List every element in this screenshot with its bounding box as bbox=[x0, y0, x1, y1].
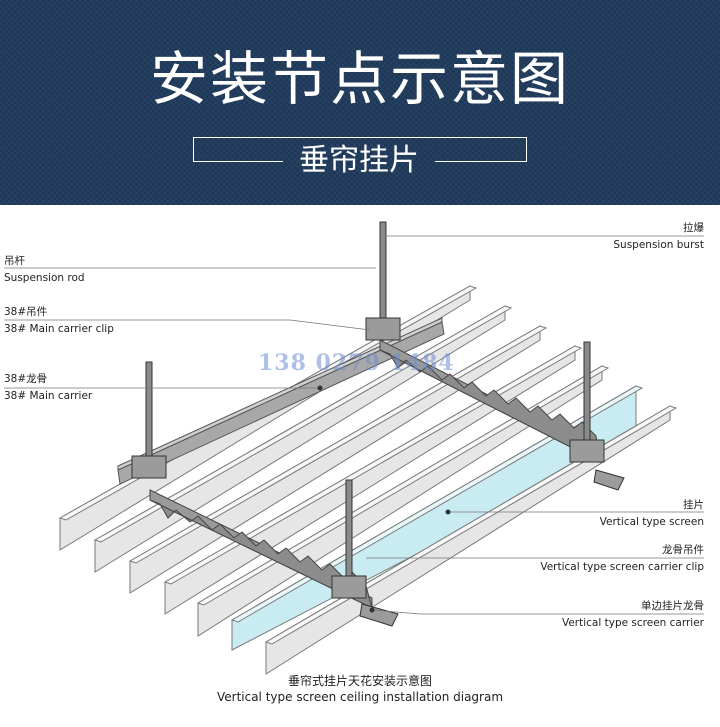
leader-main-carrier-clip bbox=[4, 319, 371, 331]
dot-screen-carrier bbox=[369, 607, 375, 613]
suspension-rod-4 bbox=[583, 341, 591, 453]
watermark-phone: 138 0279 1484 bbox=[258, 350, 455, 376]
main-carrier-clip-1 bbox=[365, 317, 401, 341]
suspension-rod-1 bbox=[379, 221, 387, 333]
leader-dots bbox=[317, 385, 451, 613]
dot-screen bbox=[445, 509, 451, 515]
screen-panel-6-top bbox=[230, 385, 644, 623]
label-suspension-rod-en: Suspension rod bbox=[4, 272, 85, 284]
label-main-carrier-en: 38# Main carrier bbox=[4, 390, 93, 402]
carrier-clips bbox=[131, 317, 625, 627]
label-screen-en: Vertical type screen bbox=[599, 516, 704, 528]
suspension-rod-3 bbox=[345, 479, 353, 591]
label-screen-clip-en: Vertical type screen carrier clip bbox=[540, 561, 704, 573]
label-screen-clip-cn: 龙骨吊件 bbox=[662, 544, 704, 556]
label-main-carrier-cn: 38#龙骨 bbox=[4, 373, 48, 385]
screen-carrier-clip-2 bbox=[569, 439, 605, 463]
screen-panel-7-top bbox=[264, 405, 678, 645]
screen-carrier-end-2 bbox=[593, 469, 625, 491]
page-subtitle: 垂帘挂片 bbox=[299, 143, 419, 178]
screen-panel-4-top bbox=[163, 345, 583, 585]
caption-en: Vertical type screen ceiling installatio… bbox=[216, 690, 504, 704]
screen-panel-3-top bbox=[128, 325, 548, 564]
subtitle-frame bbox=[193, 137, 527, 162]
header-banner: 安装节点示意图 垂帘挂片 bbox=[0, 0, 720, 205]
label-screen-carrier-en: Vertical type screen carrier bbox=[561, 617, 704, 629]
page-title: 安装节点示意图 bbox=[149, 45, 570, 113]
label-suspension-burst-en: Suspension burst bbox=[613, 239, 704, 251]
screen-carrier-clip-1 bbox=[331, 575, 367, 599]
label-screen-carrier-cn: 单边挂片龙骨 bbox=[641, 600, 704, 612]
leader-screen-carrier bbox=[371, 609, 704, 615]
suspension-rod-2 bbox=[145, 361, 153, 471]
screen-carrier-end-1 bbox=[359, 603, 399, 627]
screen-panel-2-top bbox=[93, 305, 513, 543]
installation-diagram bbox=[4, 221, 704, 675]
label-main-carrier-clip-cn: 38#吊件 bbox=[4, 306, 48, 318]
main-carrier-clip-2 bbox=[131, 455, 167, 479]
subtitle-line-left bbox=[193, 161, 283, 162]
screen-carriers bbox=[149, 339, 601, 609]
screen-panel-5-top bbox=[196, 365, 610, 606]
leader-lines bbox=[4, 235, 704, 615]
caption-cn: 垂帘式挂片天花安装示意图 bbox=[287, 674, 432, 688]
dot-main-carrier bbox=[317, 385, 323, 391]
label-suspension-burst-cn: 拉爆 bbox=[683, 222, 704, 234]
main-carrier bbox=[117, 317, 445, 485]
main-carrier-top bbox=[117, 317, 443, 471]
label-screen-cn: 挂片 bbox=[683, 499, 704, 511]
subtitle-line-right bbox=[435, 161, 527, 162]
label-suspension-rod-cn: 吊杆 bbox=[4, 255, 25, 267]
label-main-carrier-clip-en: 38# Main carrier clip bbox=[4, 323, 114, 335]
